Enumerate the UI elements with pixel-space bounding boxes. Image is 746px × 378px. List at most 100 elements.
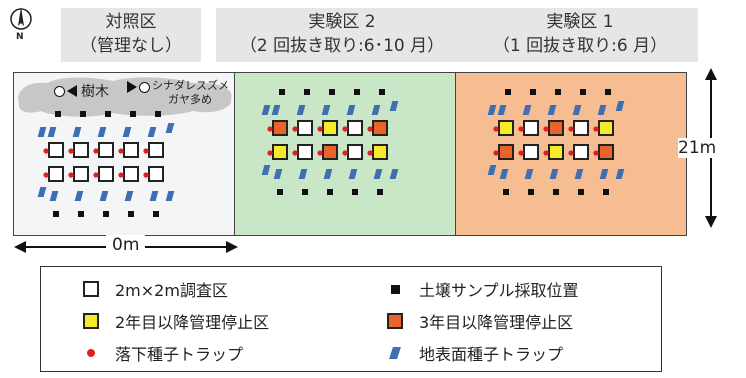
seedfall-trap-dot <box>493 150 499 156</box>
survey-plot <box>498 144 514 160</box>
seedfall-trap-dot <box>317 150 323 156</box>
circle-icon <box>139 81 150 93</box>
soil-sample-mark <box>329 89 335 95</box>
surface-trap-mark <box>597 105 607 115</box>
legend-surface: 地表面種子トラップ <box>383 341 563 365</box>
legend-sample-label: 土壌サンプル採取位置 <box>419 281 579 300</box>
header-experiments <box>216 8 698 62</box>
right-triangle-icon <box>127 81 137 93</box>
survey-plot <box>297 144 313 160</box>
surface-trap-mark <box>547 105 557 115</box>
survey-plot <box>598 144 614 160</box>
seedfall-trap-dot <box>143 172 149 178</box>
surface-trap-mark <box>615 169 625 179</box>
height-label: 21m <box>678 138 717 158</box>
red-dot-icon <box>87 349 95 357</box>
header-exp1-title: 実験区 1 <box>546 12 614 32</box>
soil-sample-mark <box>53 211 59 217</box>
left-triangle-icon <box>67 85 77 97</box>
survey-plot <box>548 144 564 160</box>
survey-plot <box>73 142 89 158</box>
circle-icon <box>54 85 65 97</box>
surface-trap-mark <box>524 169 534 179</box>
surface-trap-mark <box>549 169 559 179</box>
surface-trap-mark <box>348 169 358 179</box>
soil-sample-mark <box>103 211 109 217</box>
soil-sample-mark <box>528 189 534 195</box>
soil-sample-mark <box>377 189 383 195</box>
surface-trap-mark <box>522 105 532 115</box>
seedfall-trap-dot <box>43 172 49 178</box>
seedfall-trap-dot <box>43 148 49 154</box>
surface-trap-mark <box>271 105 281 115</box>
surface-trap-mark <box>487 165 497 175</box>
surface-trap-mark <box>499 169 509 179</box>
surface-trap-mark <box>323 169 333 179</box>
seedfall-trap-dot <box>68 148 74 154</box>
legend-box: 2m×2m調査区 土壌サンプル採取位置 2年目以降管理停止区 3年目以降管理停止… <box>40 266 662 372</box>
seedfall-trap-dot <box>568 126 574 132</box>
surface-trap-mark <box>72 127 82 137</box>
soil-sample-mark <box>277 189 283 195</box>
seedfall-trap-dot <box>568 150 574 156</box>
surface-trap-mark <box>389 169 399 179</box>
seedfall-trap-dot <box>493 126 499 132</box>
surface-trap-mark <box>165 123 175 133</box>
blue-trap-icon <box>389 347 401 359</box>
grass-label-2: ガヤ多め <box>168 93 212 106</box>
survey-plot <box>48 166 64 182</box>
legend-seedfall-label: 落下種子トラップ <box>115 345 244 364</box>
seedfall-trap-dot <box>118 172 124 178</box>
surface-trap-mark <box>97 127 107 137</box>
surface-trap-mark <box>37 187 47 197</box>
north-arrow-icon: N <box>8 6 34 46</box>
soil-sample-mark <box>80 111 86 117</box>
grass-marker <box>127 81 150 93</box>
surface-trap-mark <box>74 191 84 201</box>
survey-plot <box>573 120 589 136</box>
survey-plot <box>322 144 338 160</box>
sample-square-icon <box>390 284 400 294</box>
surface-trap-mark <box>147 127 157 137</box>
legend-yellow: 2年目以降管理停止区 <box>79 309 269 333</box>
soil-sample-mark <box>304 89 310 95</box>
survey-plot <box>598 120 614 136</box>
survey-plot <box>98 166 114 182</box>
soil-sample-mark <box>553 189 559 195</box>
survey-plot <box>148 142 164 158</box>
survey-plot <box>272 120 288 136</box>
plot-square-icon <box>83 281 99 297</box>
surface-trap-mark <box>599 169 609 179</box>
header-exp2: 実験区 2 （2 回抜き取り:6･10 月） <box>216 10 468 58</box>
soil-sample-mark <box>302 189 308 195</box>
tree-marker: 樹木 <box>54 81 109 101</box>
surface-trap-mark <box>37 127 47 137</box>
soil-sample-mark <box>530 89 536 95</box>
soil-sample-mark <box>55 111 61 117</box>
surface-trap-mark <box>572 105 582 115</box>
soil-sample-mark <box>155 111 161 117</box>
soil-sample-mark <box>503 189 509 195</box>
soil-sample-mark <box>555 89 561 95</box>
surface-trap-mark <box>298 169 308 179</box>
survey-plot <box>48 142 64 158</box>
soil-sample-mark <box>130 111 136 117</box>
soil-sample-mark <box>327 189 333 195</box>
surface-trap-mark <box>321 105 331 115</box>
seedfall-trap-dot <box>342 150 348 156</box>
surface-trap-mark <box>99 191 109 201</box>
seedfall-trap-dot <box>593 150 599 156</box>
seedfall-trap-dot <box>317 126 323 132</box>
seedfall-trap-dot <box>68 172 74 178</box>
survey-plot <box>523 144 539 160</box>
seedfall-trap-dot <box>367 126 373 132</box>
surface-trap-mark <box>261 105 271 115</box>
legend-surface-label: 地表面種子トラップ <box>419 345 564 364</box>
soil-sample-mark <box>153 211 159 217</box>
header-exp2-subtitle: （2 回抜き取り:6･10 月） <box>239 36 445 56</box>
seedfall-trap-dot <box>367 150 373 156</box>
legend-plot: 2m×2m調査区 <box>79 277 228 301</box>
surface-trap-mark <box>149 191 159 201</box>
surface-trap-mark <box>296 105 306 115</box>
survey-plot <box>73 166 89 182</box>
